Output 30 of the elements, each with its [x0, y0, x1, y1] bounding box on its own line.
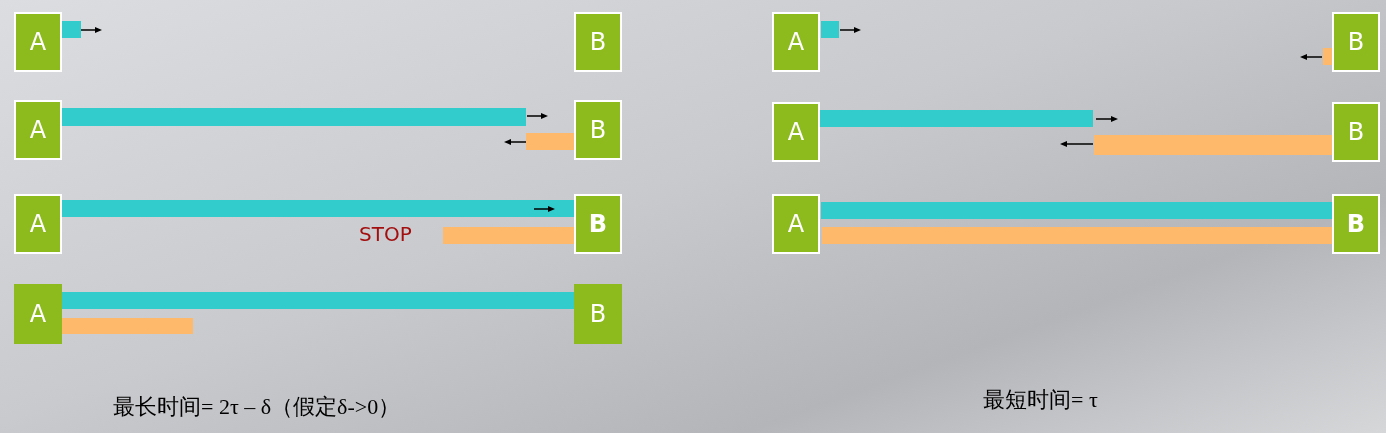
station-box: A — [14, 12, 62, 72]
station-box: A — [14, 100, 62, 160]
station-box: A — [772, 102, 820, 162]
station-box: A — [14, 284, 62, 344]
station-box: B — [574, 100, 622, 160]
station-box: B — [1332, 12, 1380, 72]
station-box: B — [574, 12, 622, 72]
station-box: A — [772, 194, 820, 254]
stop-label: STOP — [359, 222, 412, 246]
time-formula: 最长时间= 2τ – δ（假定δ->0） — [113, 393, 401, 421]
signal-bar — [62, 108, 526, 126]
station-box: B — [1332, 194, 1380, 254]
signal-bar — [1094, 135, 1332, 155]
signal-bar — [62, 292, 574, 309]
time-formula: 最短时间= τ — [983, 386, 1098, 414]
signal-bar — [443, 227, 574, 244]
signal-bar — [62, 21, 81, 38]
station-box: B — [1332, 102, 1380, 162]
station-box: A — [14, 194, 62, 254]
signal-bar — [526, 133, 574, 150]
signal-bar — [822, 227, 1332, 244]
station-box: B — [574, 284, 622, 344]
signal-bar — [820, 110, 1093, 127]
signal-bar — [62, 318, 193, 334]
signal-bar — [821, 202, 1332, 219]
signal-bar — [821, 21, 839, 38]
signal-bar — [62, 200, 574, 217]
signal-bar — [1323, 48, 1332, 65]
station-box: A — [772, 12, 820, 72]
station-box: B — [574, 194, 622, 254]
